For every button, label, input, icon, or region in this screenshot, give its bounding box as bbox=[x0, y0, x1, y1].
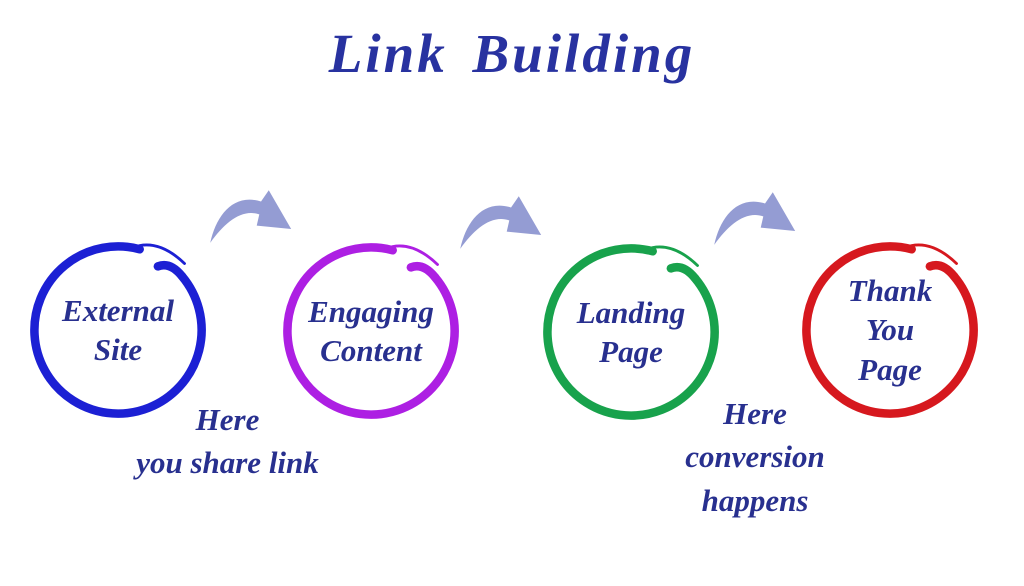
caption-line: you share link bbox=[136, 445, 319, 481]
node-engaging-content: Engaging Content bbox=[276, 236, 466, 426]
label-line: External bbox=[62, 292, 174, 328]
label-line: Landing bbox=[576, 294, 686, 330]
caption-line: Here bbox=[195, 402, 260, 437]
caption-conversion: Here conversion happens bbox=[655, 392, 855, 522]
label-line: Thank bbox=[847, 272, 933, 308]
node-landing-page: Landing Page bbox=[536, 237, 726, 427]
curved-arrow-icon bbox=[714, 192, 796, 245]
node-label-engaging-content: Engaging Content bbox=[276, 236, 466, 426]
label-line: Engaging bbox=[308, 293, 434, 329]
circle-ring-green bbox=[543, 244, 719, 420]
curved-arrow-icon bbox=[460, 196, 542, 249]
node-label-external-site: External Site bbox=[23, 235, 213, 425]
caption-share-link: Here you share link bbox=[95, 398, 360, 485]
circle-ring-red bbox=[802, 242, 978, 418]
caption-line: Here bbox=[723, 396, 787, 431]
node-label-thank-you-page: Thank You Page bbox=[795, 235, 985, 425]
label-line: Page bbox=[599, 334, 663, 369]
label-line: You bbox=[865, 312, 915, 348]
page-title: Link Building bbox=[328, 23, 696, 84]
caption-line: happens bbox=[701, 482, 809, 518]
node-thank-you-page: Thank You Page bbox=[795, 235, 985, 425]
node-external-site: External Site bbox=[23, 235, 213, 425]
label-line: Site bbox=[93, 332, 143, 367]
curved-arrow-icon bbox=[210, 190, 292, 243]
label-line: Page bbox=[858, 351, 922, 387]
circle-ring-blue bbox=[30, 242, 206, 418]
circle-ring-magenta bbox=[283, 243, 459, 419]
connector-arrow-3 bbox=[706, 188, 812, 250]
connector-arrow-1 bbox=[202, 186, 308, 248]
connector-arrow-2 bbox=[452, 192, 558, 254]
node-label-landing-page: Landing Page bbox=[536, 237, 726, 427]
label-line: Content bbox=[320, 333, 422, 368]
caption-line: conversion bbox=[685, 439, 825, 475]
